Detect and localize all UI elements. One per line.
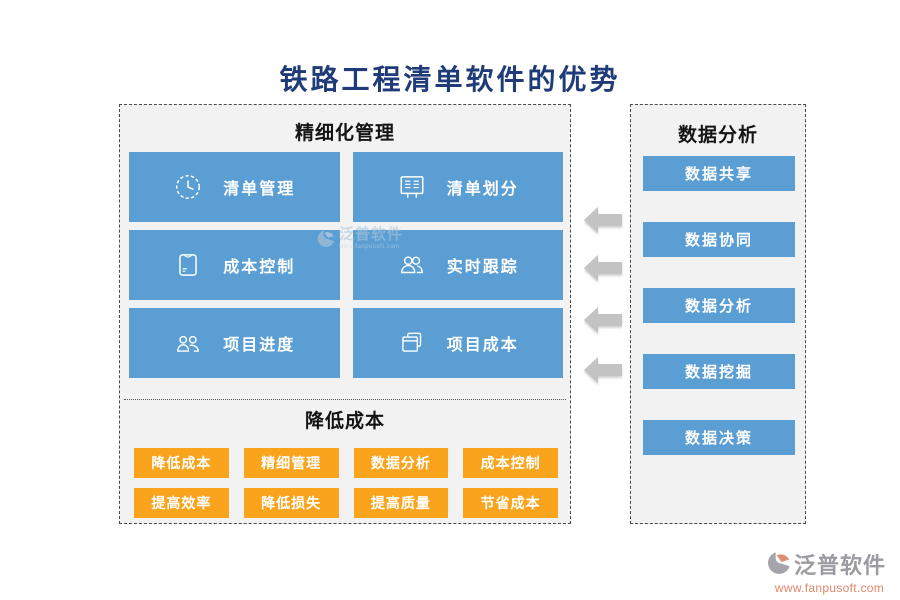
feature-button-project-progress[interactable]: 项目进度 <box>129 308 340 378</box>
data-analysis-panel: 数据分析 数据共享 数据协同 数据分析 数据挖掘 数据决策 <box>630 104 806 524</box>
data-button-collaboration[interactable]: 数据协同 <box>643 222 795 257</box>
fanpu-logo-icon <box>767 548 792 580</box>
feature-label: 实时跟踪 <box>446 259 519 276</box>
benefit-button[interactable]: 精细管理 <box>243 448 339 478</box>
feature-label: 项目成本 <box>446 337 519 354</box>
footer-brand: 泛普软件 www.fanpusoft.com <box>767 548 892 595</box>
management-panel-title: 精细化管理 <box>294 123 395 144</box>
feature-label: 项目进度 <box>223 337 296 354</box>
feature-label: 清单管理 <box>223 181 296 198</box>
page-title: 铁路工程清单软件的优势 <box>279 65 621 96</box>
section-divider <box>124 399 566 400</box>
benefit-button[interactable]: 降低损失 <box>243 488 339 518</box>
billboard-list-icon <box>397 172 427 202</box>
benefit-grid: 降低成本 精细管理 数据分析 成本控制 提高效率 降低损失 提高质量 节省成本 <box>134 448 558 518</box>
benefit-button[interactable]: 降低成本 <box>134 448 229 478</box>
left-arrow-icon <box>584 307 622 333</box>
clock-icon <box>173 172 203 202</box>
feature-grid: 清单管理 清单划分 <box>129 152 563 378</box>
brand-url[interactable]: www.fanpusoft.com <box>774 581 885 595</box>
benefit-button[interactable]: 成本控制 <box>463 448 558 478</box>
data-button-sharing[interactable]: 数据共享 <box>643 156 795 191</box>
feature-button-project-cost[interactable]: 项目成本 <box>352 308 563 378</box>
feature-button-cost-control[interactable]: 成本控制 <box>129 230 340 300</box>
data-button-analysis[interactable]: 数据分析 <box>643 288 795 323</box>
team-icon <box>173 328 203 358</box>
feature-button-realtime-tracking[interactable]: 实时跟踪 <box>352 230 563 300</box>
envelope-icon <box>173 250 203 280</box>
feature-label: 成本控制 <box>223 259 296 276</box>
left-arrow-icon <box>584 255 622 281</box>
management-panel: 精细化管理 清单管理 <box>119 104 571 524</box>
two-users-icon <box>397 250 427 280</box>
feature-button-list-management[interactable]: 清单管理 <box>129 152 340 222</box>
cost-section-title: 降低成本 <box>304 411 385 432</box>
data-panel-title: 数据分析 <box>677 125 758 146</box>
benefit-button[interactable]: 提高质量 <box>353 488 449 518</box>
feature-button-list-division[interactable]: 清单划分 <box>352 152 563 222</box>
data-button-decision[interactable]: 数据决策 <box>643 420 795 455</box>
data-button-mining[interactable]: 数据挖掘 <box>643 354 795 389</box>
benefit-button[interactable]: 提高效率 <box>134 488 229 518</box>
stacked-windows-icon <box>397 328 427 358</box>
left-arrow-icon <box>584 207 622 233</box>
brand-name: 泛普软件 <box>794 553 887 578</box>
benefit-button[interactable]: 节省成本 <box>463 488 558 518</box>
data-item-list: 数据共享 数据协同 数据分析 数据挖掘 数据决策 <box>643 156 795 486</box>
feature-label: 清单划分 <box>446 181 519 198</box>
left-arrow-icon <box>584 357 622 383</box>
benefit-button[interactable]: 数据分析 <box>353 448 449 478</box>
